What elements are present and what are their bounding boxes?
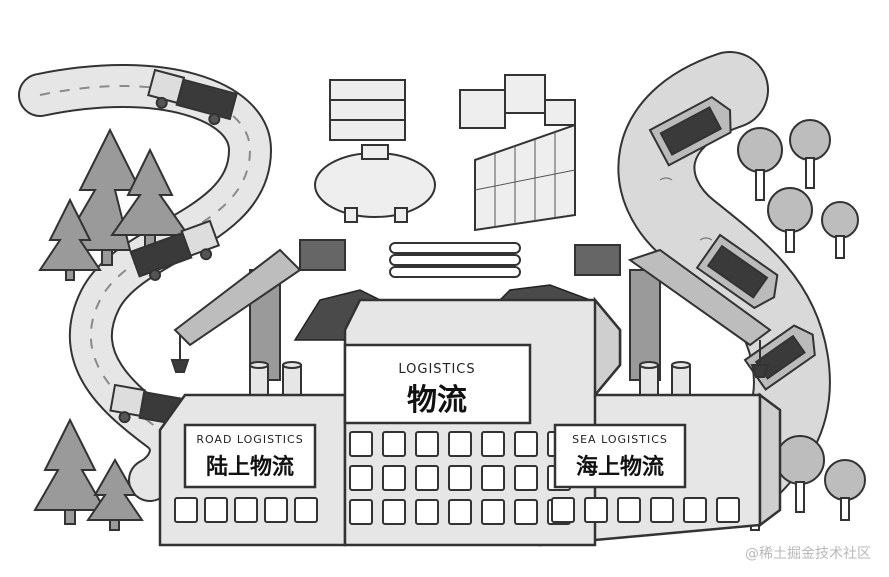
sign-sea-logistics: SEA LOGISTICS 海上物流 <box>553 423 687 489</box>
wing-windows <box>174 497 740 523</box>
watermark: @稀土掘金技术社区 <box>745 546 871 562</box>
window <box>716 497 740 523</box>
window <box>448 465 472 491</box>
window <box>382 465 406 491</box>
window <box>382 431 406 457</box>
sign-sea-title: SEA LOGISTICS <box>572 433 668 446</box>
window <box>234 497 258 523</box>
window <box>264 497 288 523</box>
center-windows <box>349 431 571 525</box>
window <box>174 497 198 523</box>
truck-middle <box>129 219 221 281</box>
window <box>551 497 575 523</box>
window <box>349 431 373 457</box>
trees-left <box>33 127 190 531</box>
window <box>415 431 439 457</box>
crane-left <box>170 239 346 381</box>
window <box>382 499 406 525</box>
sign-logistics-subtitle: 物流 <box>407 383 467 418</box>
window <box>415 499 439 525</box>
window <box>448 431 472 457</box>
window <box>294 497 318 523</box>
sign-logistics-title: LOGISTICS <box>398 362 475 377</box>
window <box>481 431 505 457</box>
window <box>204 497 228 523</box>
truck-top <box>147 68 238 126</box>
window <box>584 497 608 523</box>
window <box>481 499 505 525</box>
window <box>349 499 373 525</box>
window <box>514 465 538 491</box>
cargo <box>314 74 576 278</box>
window <box>481 465 505 491</box>
sign-logistics: LOGISTICS 物流 <box>343 343 532 425</box>
window <box>514 431 538 457</box>
window <box>617 497 641 523</box>
sign-road-title: ROAD LOGISTICS <box>196 433 303 446</box>
sign-road-subtitle: 陆上物流 <box>206 454 294 480</box>
window <box>514 499 538 525</box>
window <box>650 497 674 523</box>
window <box>415 465 439 491</box>
sign-sea-subtitle: 海上物流 <box>576 454 664 480</box>
window <box>349 465 373 491</box>
window <box>448 499 472 525</box>
sign-road-logistics: ROAD LOGISTICS 陆上物流 <box>183 423 317 489</box>
window <box>683 497 707 523</box>
